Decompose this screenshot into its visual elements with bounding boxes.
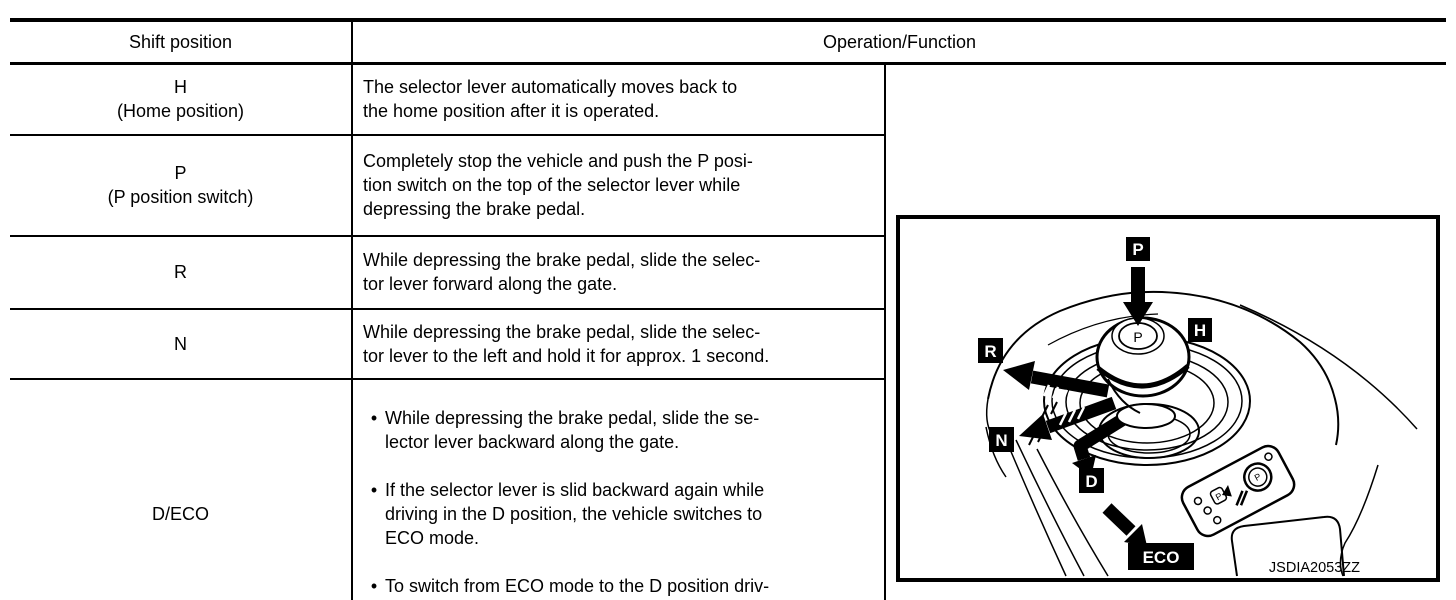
gate-hatch-marks-black [1028, 401, 1058, 446]
label-r-box [978, 338, 1003, 364]
arrow-p-down [1123, 267, 1153, 327]
gate-hatch-marks-white [1042, 384, 1086, 426]
p-switch-button [1243, 462, 1273, 493]
cell-position-h: H (Home position) [10, 63, 353, 136]
storage-tray-outline [1230, 516, 1345, 577]
bullet-text: If the selector lever is slid backward a… [385, 479, 765, 548]
p-switch-panel: P P [1180, 445, 1296, 538]
figure-code: JSDIA2053ZZ [1269, 560, 1360, 576]
table-header-row: Shift position Operation/Function [10, 20, 1446, 65]
cell-operation-r: While depressing the brake pedal, slide … [352, 235, 886, 310]
header-shift-position: Shift position [10, 20, 353, 65]
table-row-r: R While depressing the brake pedal, slid… [10, 235, 1446, 310]
label-h-box [1188, 318, 1212, 343]
table-row-deco: D/ECO • While depressing the brake pedal… [10, 378, 1446, 600]
label-r: R [984, 342, 996, 361]
bullet-glyph: • [370, 479, 378, 500]
label-eco-box [1128, 543, 1194, 571]
label-p-box [1126, 237, 1150, 262]
cell-operation-p: Completely stop the vehicle and push the… [352, 134, 886, 237]
label-eco: ECO [1143, 548, 1180, 567]
label-n: N [995, 431, 1007, 450]
cell-operation-deco: • While depressing the brake pedal, slid… [352, 378, 886, 600]
table-row-h: H (Home position) The selector lever aut… [10, 63, 1446, 583]
cell-position-p: P (P position switch) [10, 134, 353, 237]
arrow-eco-head [1124, 524, 1147, 547]
label-d-box [1079, 468, 1104, 494]
shift-position-table: Shift position Operation/Function H (Hom… [10, 18, 1446, 600]
knob-p-marking: P [1133, 329, 1142, 345]
bullet-glyph: • [370, 575, 378, 596]
shift-knob: P [1095, 316, 1191, 430]
cell-position-deco: D/ECO [10, 378, 353, 600]
cell-position-n: N [10, 308, 353, 380]
table-row-n: N While depressing the brake pedal, slid… [10, 308, 1446, 380]
arrow-r-shaft [1030, 370, 1110, 398]
cell-operation-n: While depressing the brake pedal, slide … [352, 308, 886, 380]
table-row-p: P (P position switch) Completely stop th… [10, 134, 1446, 237]
label-h: H [1194, 321, 1206, 340]
svg-text:P: P [1253, 472, 1263, 484]
bullet-glyph: • [370, 407, 378, 428]
panel-arrow-icon [1221, 485, 1232, 497]
bullet-text: To switch from ECO mode to the D positio… [385, 575, 770, 600]
label-p: P [1132, 240, 1143, 259]
arrow-r-head [1003, 361, 1035, 391]
label-n-box [989, 427, 1014, 453]
cell-operation-h: The selector lever automatically moves b… [352, 63, 886, 136]
list-item: • To switch from ECO mode to the D posit… [363, 574, 880, 600]
shift-selector-diagram: P P [978, 237, 1418, 577]
bullet-text: While depressing the brake pedal, slide … [385, 407, 760, 452]
cell-position-r: R [10, 235, 353, 310]
list-item: • While depressing the brake pedal, slid… [363, 406, 880, 454]
arrow-n-head [1019, 414, 1052, 441]
header-operation-function: Operation/Function [352, 20, 1446, 65]
list-item: • If the selector lever is slid backward… [363, 478, 880, 550]
position-labels: P H R N D ECO [978, 237, 1212, 571]
label-d: D [1085, 472, 1097, 491]
figure-cell: P P [885, 64, 1446, 600]
shift-selector-figure: P P [896, 215, 1440, 583]
panel-p-icon: P [1214, 491, 1224, 503]
arrow-eco-shaft [1102, 503, 1136, 536]
arrow-d-shaft [1073, 409, 1134, 462]
